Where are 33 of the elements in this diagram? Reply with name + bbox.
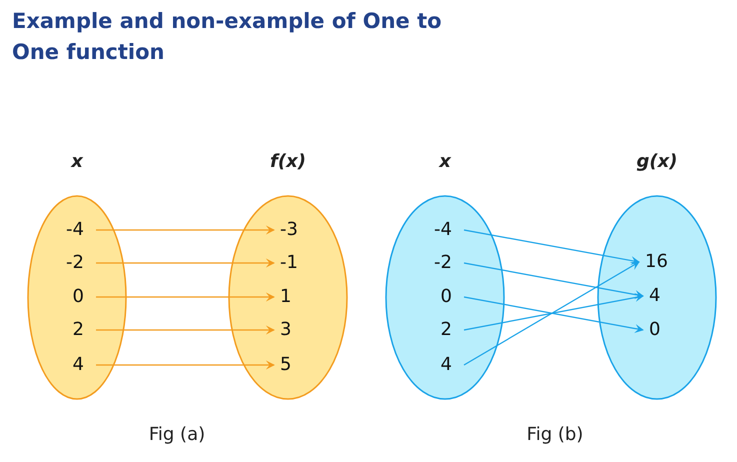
element-value: 0 [72,286,84,308]
element-value: -4 [434,219,452,241]
figure-caption: Fig (b) [526,424,584,445]
element-value: 4 [72,354,84,376]
element-value: 16 [645,251,668,273]
element-value: -3 [280,219,298,241]
element-value: -2 [434,252,452,274]
arrow [464,229,640,265]
element-value: 2 [440,319,452,341]
set-label: g(x) [636,151,678,172]
arrow [96,360,275,370]
element-value: -1 [280,252,298,274]
element-value: 4 [649,285,660,307]
set-label: x [70,151,84,172]
element-value: 5 [280,354,292,376]
arrow [96,326,275,334]
element-value: 1 [280,286,292,308]
element-value: 0 [649,319,660,341]
element-value: -2 [66,252,84,274]
element-value: 0 [440,286,452,308]
title: Example and non-example of One to One function [12,8,443,66]
arrow [464,262,644,299]
arrow [96,292,275,302]
element-value: -4 [66,219,84,241]
arrow [96,226,275,234]
set-label: x [438,151,452,172]
arrow [464,261,640,366]
element-value: 2 [72,319,84,341]
figure-caption: Fig (a) [148,424,206,445]
set-label: f(x) [269,151,307,172]
element-value: 3 [280,319,292,341]
arrow [96,258,275,268]
element-value: 4 [440,354,452,376]
